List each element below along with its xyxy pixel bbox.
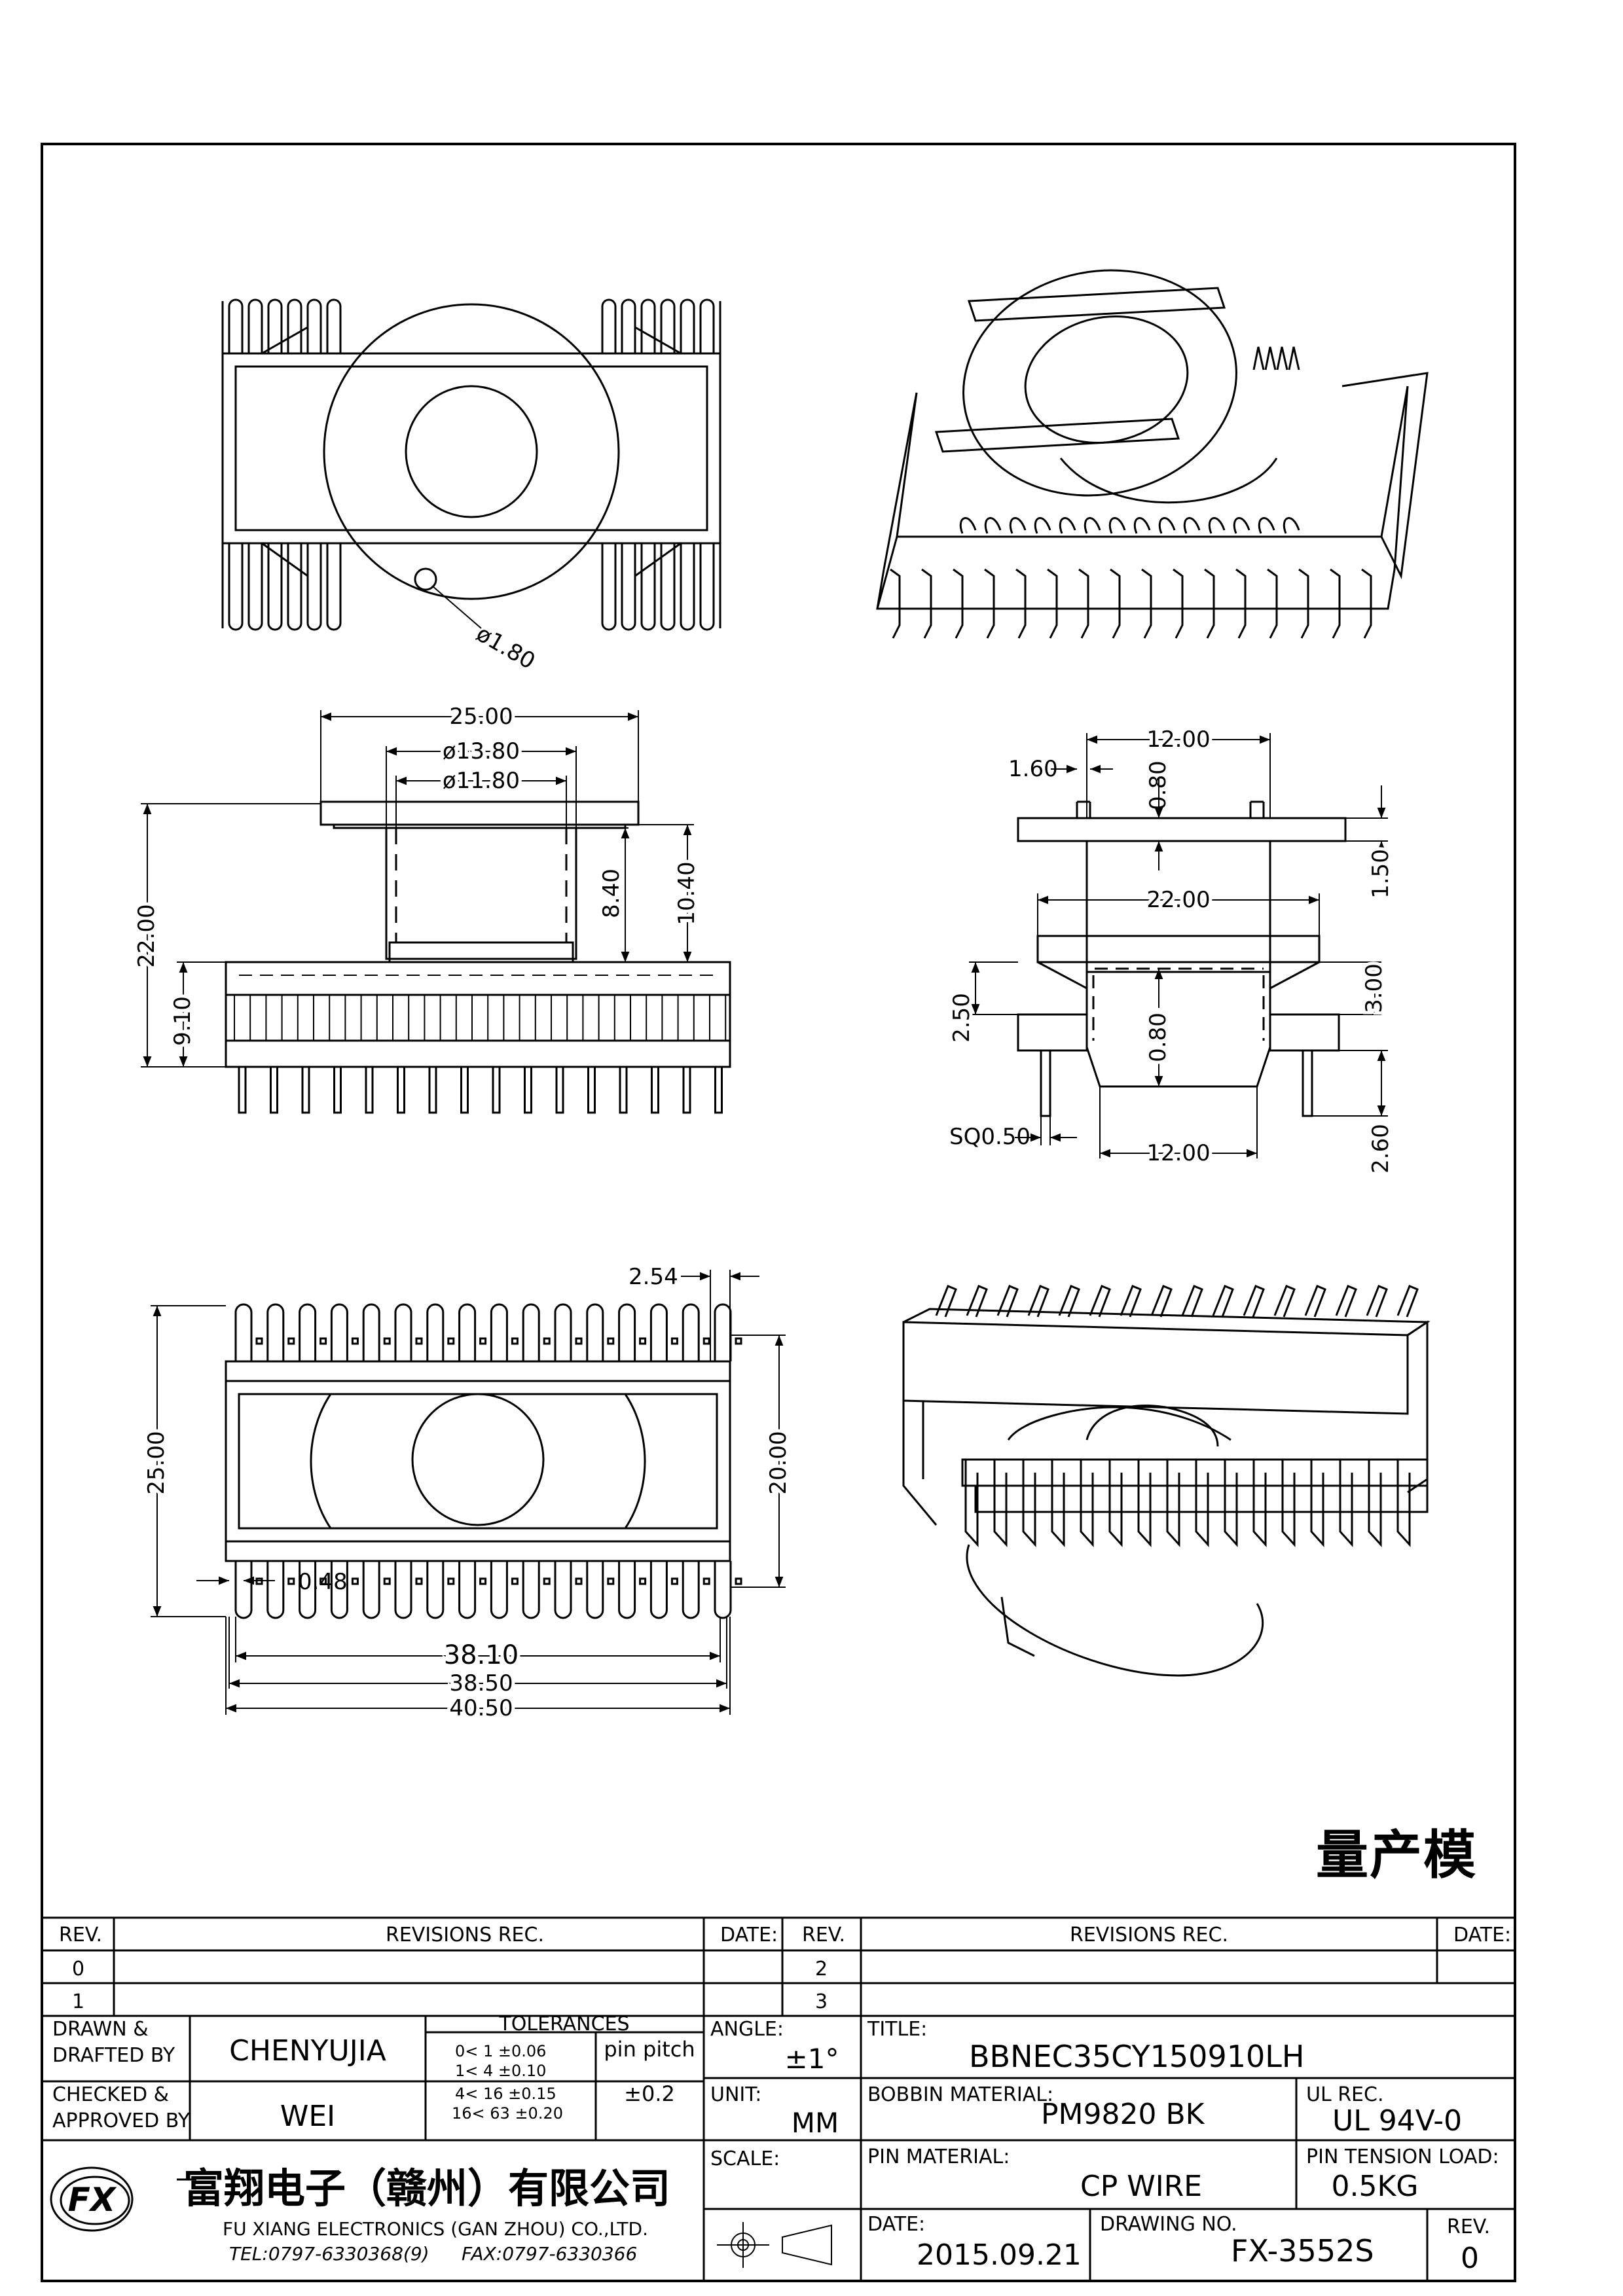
- dim-end-260: 2.60: [1368, 1124, 1394, 1174]
- ul-label: UL REC.: [1306, 2083, 1384, 2106]
- dim-flange-gap: 10.40: [674, 861, 700, 925]
- end-view: [1017, 800, 1347, 1117]
- dim-end-300: 3.00: [1361, 963, 1387, 1013]
- hdr-date: DATE:: [720, 1924, 778, 1946]
- rev-row-3: 3: [815, 1990, 828, 2013]
- hdr-rev-2: REV.: [802, 1924, 845, 1946]
- sheet-border: [41, 143, 1516, 2282]
- angle-value: ±1°: [785, 2043, 839, 2075]
- unit-label: UNIT:: [710, 2083, 761, 2106]
- company-tel: TEL:0797-6330368(9): [229, 2243, 429, 2265]
- projection-symbol: [717, 2222, 832, 2268]
- company-name-cn: 富翔电子（赣州）有限公司: [183, 2164, 670, 2212]
- dim-pin-pitch: 2.54: [629, 1264, 678, 1290]
- tension-label: PIN TENSION LOAD:: [1306, 2145, 1499, 2168]
- dim-end-080a: 0.80: [1145, 761, 1171, 810]
- dim-end-250: 2.50: [949, 993, 975, 1043]
- checked-by: WEI: [280, 2100, 335, 2133]
- tol-row-1: 0< 1 ±0.06: [455, 2042, 546, 2060]
- company-name-en: FU XIANG ELECTRONICS (GAN ZHOU) CO.,LTD.: [223, 2218, 648, 2240]
- company-fax: FAX:0797-6330366: [462, 2243, 637, 2265]
- hdr-rev: REV.: [59, 1924, 102, 1946]
- dim-end-2200: 22.00: [1146, 887, 1210, 913]
- pin-pitch-value: ±0.2: [624, 2081, 675, 2106]
- angle-label: ANGLE:: [710, 2018, 784, 2041]
- dim-inner-dia: ø11.80: [443, 768, 520, 794]
- title-value: BBNEC35CY150910LH: [969, 2039, 1304, 2074]
- dim-hole-dia: ø1.80: [472, 620, 540, 675]
- dim-end-150: 1.50: [1368, 849, 1394, 899]
- drawn-by: CHENYUJIA: [229, 2034, 386, 2068]
- dim-end-080b: 0.80: [1145, 1013, 1171, 1062]
- tension-value: 0.5KG: [1332, 2170, 1419, 2203]
- production-mold-stamp: 量产模: [1316, 1825, 1477, 1886]
- drawn-label-1: DRAWN &: [52, 2018, 149, 2041]
- iso-view-top: [876, 269, 1429, 639]
- company-logo: [50, 2166, 196, 2232]
- hdr-date-2: DATE:: [1453, 1924, 1511, 1946]
- dimension-labels: ø1.80 25.00 ø13.80 ø11.80 22.00 9.10 8.4…: [130, 620, 1397, 1725]
- dim-base-height: 9.10: [170, 996, 196, 1046]
- rev-row-1: 1: [72, 1990, 84, 2013]
- dim-winding-height: 8.40: [598, 869, 625, 918]
- dimension-lines: [141, 710, 1388, 1715]
- dim-bottom-20: 20.00: [765, 1431, 792, 1494]
- dim-outer-dia: ø13.80: [443, 738, 520, 764]
- bobbin-label: BOBBIN MATERIAL:: [867, 2083, 1053, 2106]
- dim-flange-width: 25.00: [449, 704, 513, 730]
- tol-row-2: 1< 4 ±0.10: [455, 2062, 546, 2080]
- unit-value: MM: [792, 2107, 839, 2139]
- hdr-revisions: REVISIONS REC.: [386, 1924, 544, 1946]
- drawing-no-value: FX-3552S: [1231, 2233, 1374, 2269]
- bottom-view: [225, 1303, 742, 1619]
- drawing-no-label: DRAWING NO.: [1100, 2213, 1237, 2236]
- dim-end-12b: 12.00: [1146, 1140, 1210, 1166]
- dim-bottom-3810: 38.10: [444, 1640, 519, 1670]
- date-value: 2015.09.21: [917, 2238, 1082, 2272]
- dim-bottom-4050: 40.50: [449, 1695, 513, 1721]
- rev-value: 0: [1461, 2242, 1479, 2275]
- bobbin-value: PM9820 BK: [1041, 2098, 1205, 2131]
- pin-material-value: CP WIRE: [1080, 2170, 1202, 2203]
- dim-overall-height: 22.00: [134, 904, 160, 967]
- tol-row-4: 16< 63 ±0.20: [452, 2104, 563, 2123]
- scale-label: SCALE:: [710, 2147, 780, 2170]
- side-view: [225, 800, 731, 1114]
- tolerances-label: TOLERANCES: [498, 2013, 629, 2036]
- dim-end-160: 1.60: [1008, 756, 1058, 782]
- iso-view-bottom: [902, 1285, 1431, 1677]
- dim-bottom-3850: 38.50: [449, 1670, 513, 1696]
- title-block-text: REV. REVISIONS REC. DATE: REV. REVISIONS…: [52, 1924, 1511, 2275]
- drawn-label-2: DRAFTED BY: [52, 2044, 175, 2067]
- checked-label-1: CHECKED &: [52, 2083, 169, 2106]
- title-label: TITLE:: [867, 2018, 927, 2041]
- rev-row-2: 2: [815, 1958, 828, 1981]
- ul-value: UL 94V-0: [1332, 2104, 1462, 2138]
- tol-row-3: 4< 16 ±0.15: [455, 2085, 556, 2103]
- checked-label-2: APPROVED BY: [52, 2109, 191, 2132]
- title-block-grid: [42, 1916, 1515, 2281]
- pin-pitch-label: pin pitch: [604, 2037, 695, 2062]
- rev-label: REV.: [1447, 2215, 1490, 2238]
- rev-row-0: 0: [72, 1958, 84, 1981]
- dim-bottom-25: 25.00: [143, 1431, 170, 1494]
- date-label: DATE:: [867, 2213, 925, 2236]
- logo-text: FX: [68, 2181, 117, 2219]
- hdr-revisions-2: REVISIONS REC.: [1070, 1924, 1228, 1946]
- dim-pin-square: SQ0.50: [949, 1124, 1030, 1150]
- pin-material-label: PIN MATERIAL:: [867, 2145, 1010, 2168]
- dim-end-12a: 12.00: [1146, 726, 1210, 753]
- top-view: [221, 298, 721, 631]
- dim-bottom-048: 0.48: [298, 1569, 348, 1595]
